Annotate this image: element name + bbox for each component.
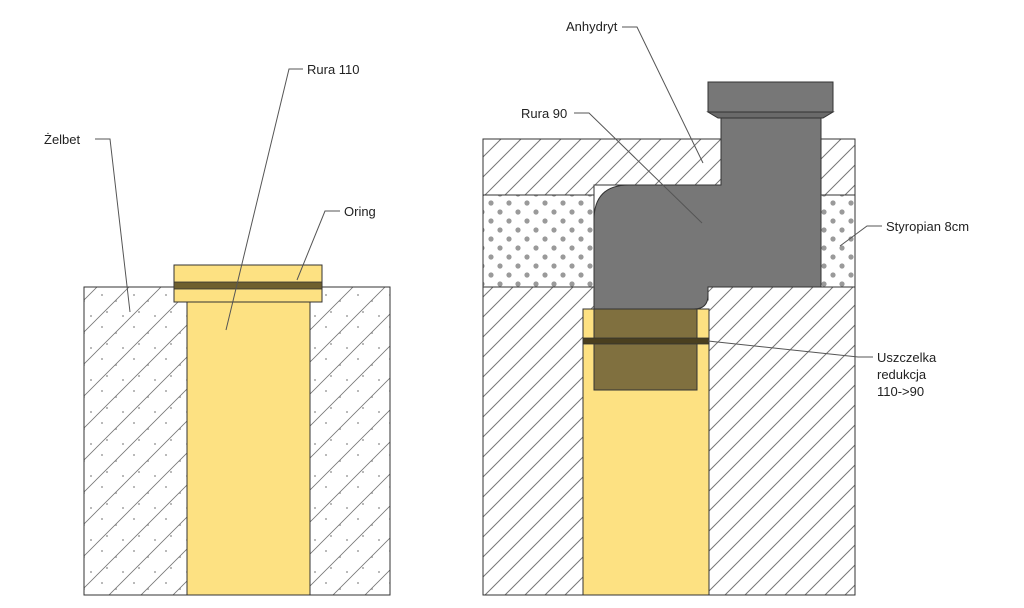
leader-styropian [839,225,882,247]
label-anhydryt: Anhydryt [566,19,618,34]
leader-rura90 [574,112,703,224]
label-zelbet: Żelbet [44,132,81,147]
oring-seal [173,281,323,290]
reduction-overlap [593,308,698,391]
label-styropian: Styropian 8cm [886,219,969,234]
pipe-110-body [186,301,311,596]
right-detail [482,81,856,596]
label-uszczelka-line3: 110->90 [877,384,924,399]
leader-uszczelka [707,340,873,358]
pipe-90-socket [707,81,834,113]
leader-anhydryt [622,26,704,164]
leader-oring [296,210,340,281]
leader-lines [95,26,882,358]
label-oring: Oring [344,204,376,219]
label-rura90: Rura 90 [521,106,567,121]
left-detail [83,264,391,596]
pipe-90-socket-taper [706,111,835,119]
reduction-seal [582,337,710,345]
label-uszczelka-line1: Uszczelka [877,350,937,365]
labels: Żelbet Rura 110 Oring Anhydryt Rura 90 S… [44,19,969,399]
leader-zelbet [95,138,131,313]
label-rura110: Rura 110 [307,62,360,77]
leader-rura110 [225,68,303,331]
label-uszczelka-line2: redukcja [877,367,927,382]
